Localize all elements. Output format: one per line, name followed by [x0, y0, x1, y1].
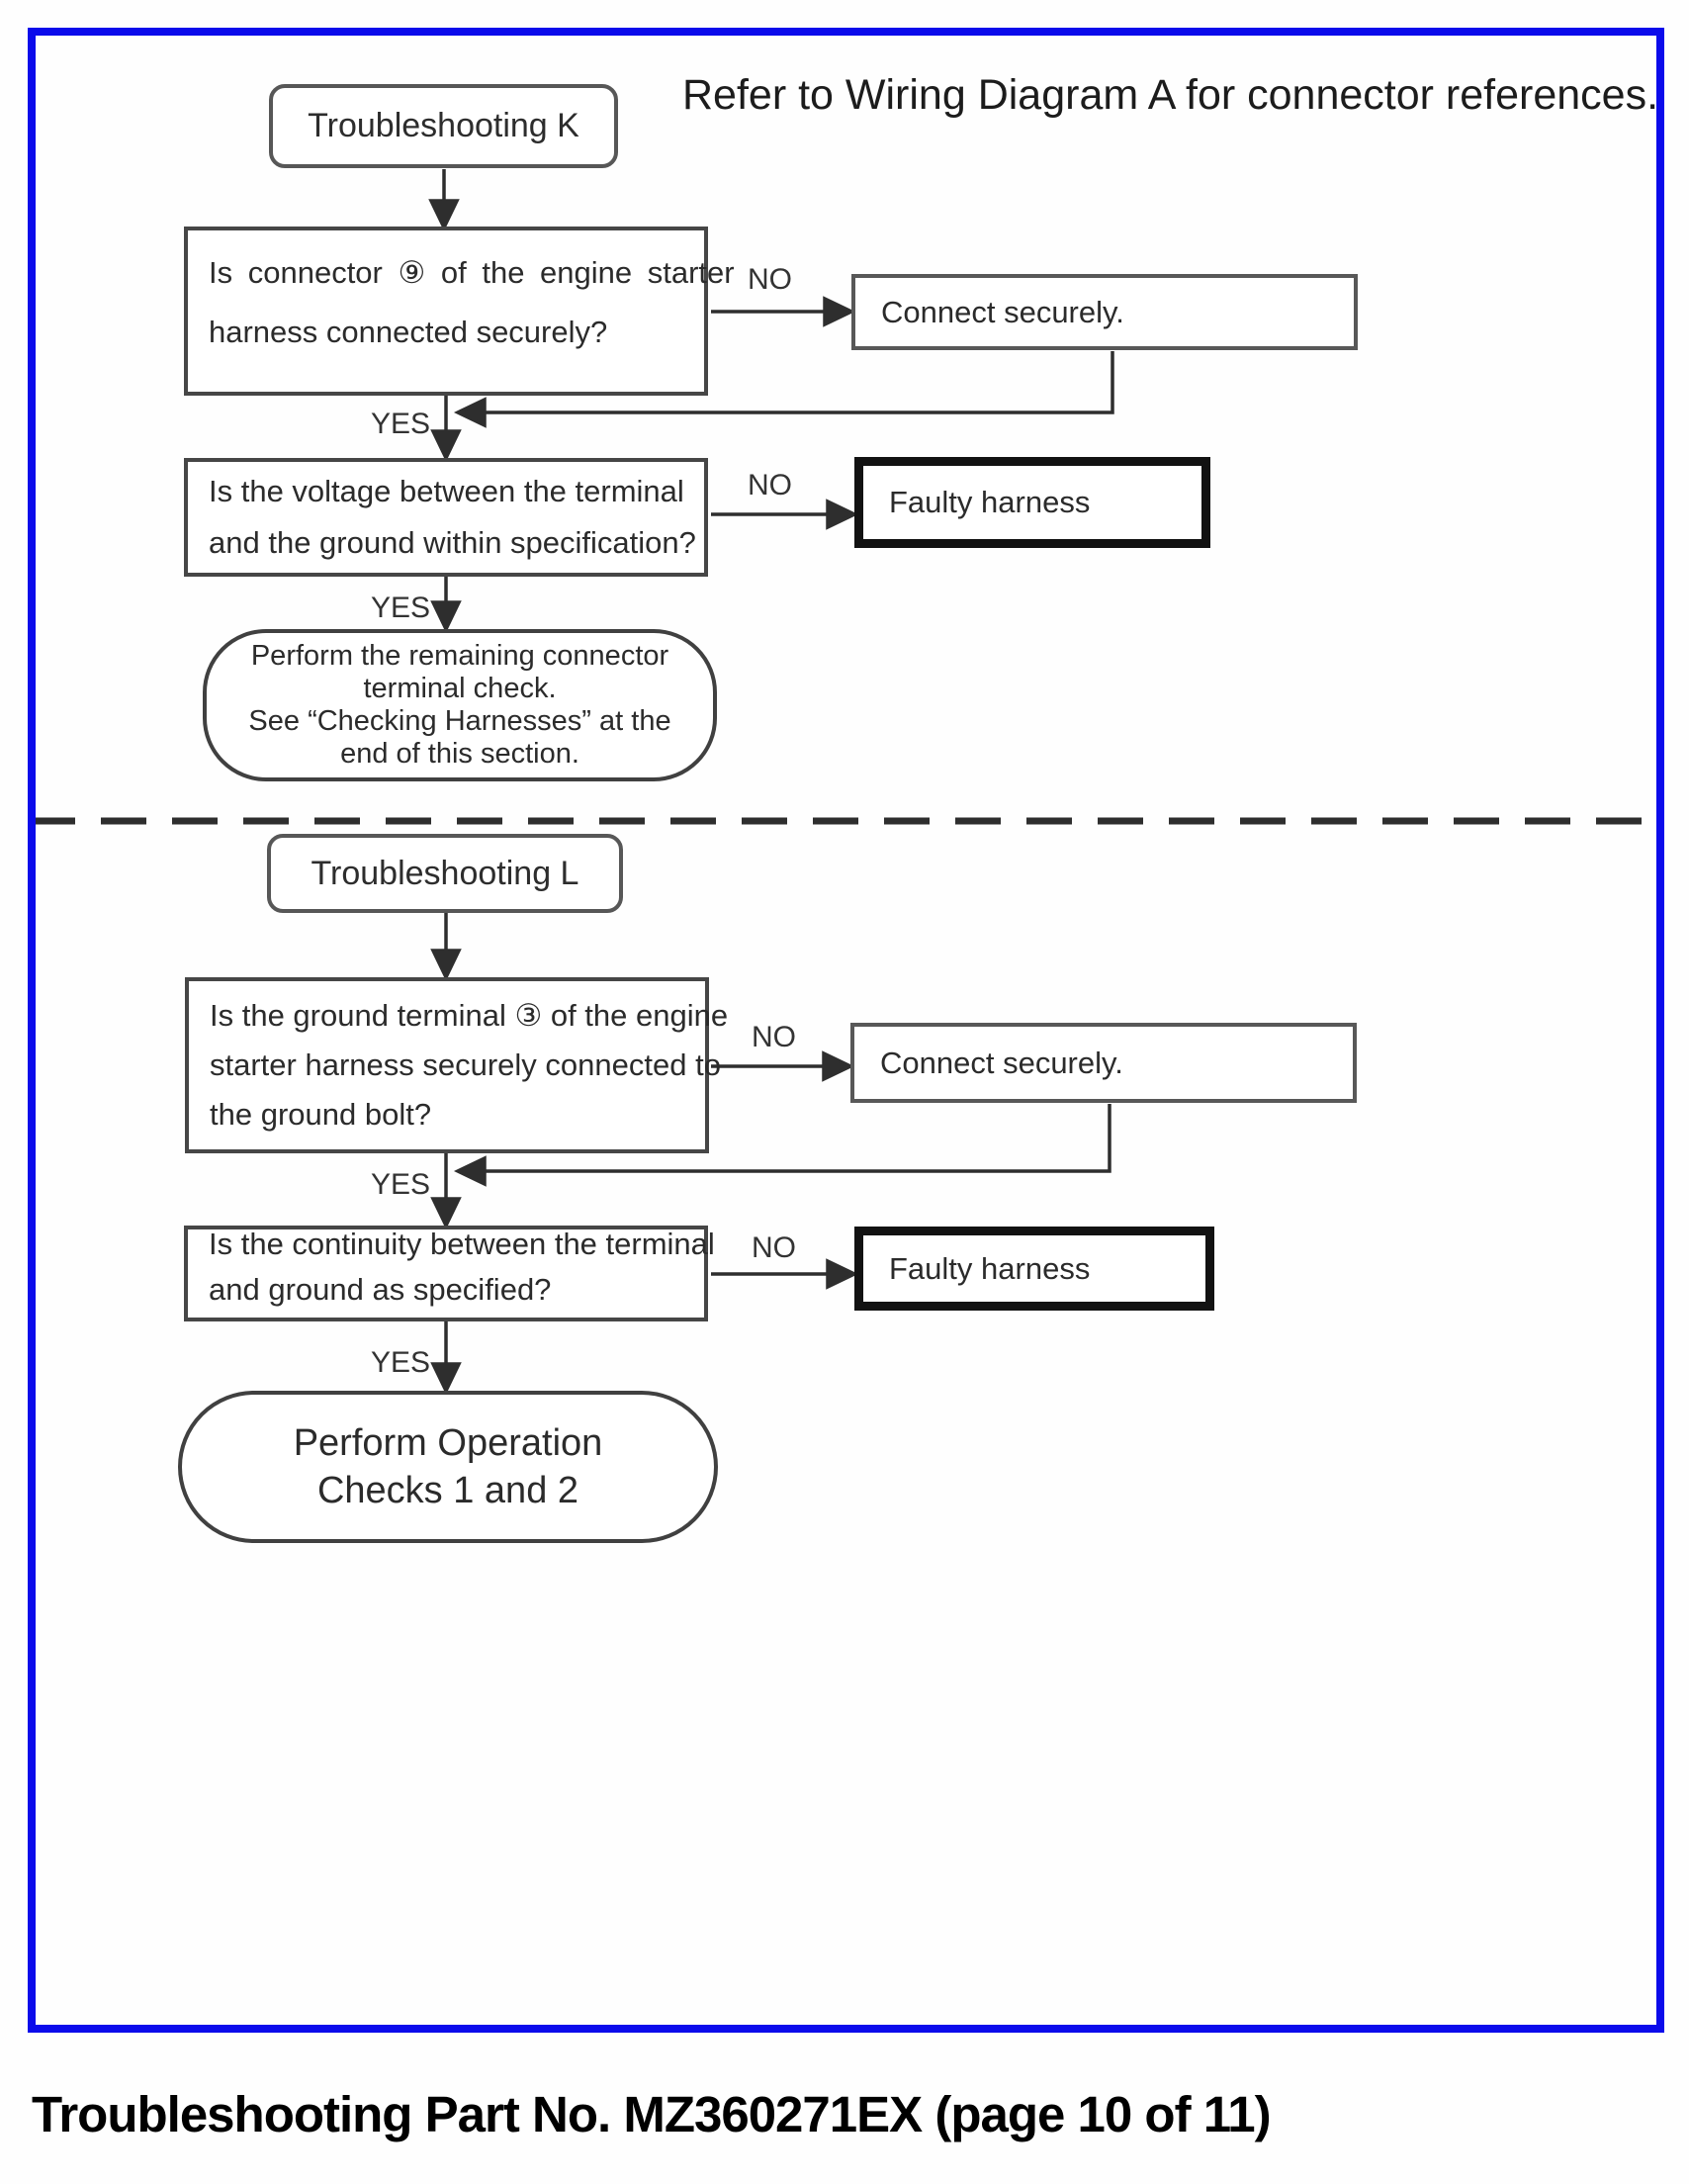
action-box-connect-securely-l: Connect securely. [850, 1023, 1357, 1103]
result-label: Faulty harness [889, 485, 1091, 519]
end-text-line: Perform Operation [293, 1422, 603, 1464]
action-box-connect-securely-k: Connect securely. [851, 274, 1358, 350]
end-text-line: Perform the remaining connector [250, 640, 669, 672]
yes-label: YES [370, 592, 430, 624]
yes-label: YES [370, 1346, 430, 1379]
action-label: Connect securely. [880, 1045, 1123, 1080]
end-text-line: Checks 1 and 2 [316, 1470, 579, 1511]
question-text-line: harness connected securely? [209, 314, 608, 349]
yes-label: YES [370, 1168, 430, 1201]
terminator-troubleshooting-l: Troubleshooting L [267, 834, 623, 913]
question-text-line: the ground bolt? [210, 1097, 432, 1132]
wiring-diagram-note: Refer to Wiring Diagram A for connector … [682, 71, 1659, 119]
question-text-line: starter harness securely connected to [210, 1047, 721, 1082]
no-label: NO [748, 469, 792, 501]
action-label: Connect securely. [881, 294, 1124, 329]
result-box-faulty-harness-l: Faulty harness [854, 1227, 1214, 1311]
end-text-line: end of this section. [340, 738, 579, 770]
question-text-line: Is the continuity between the terminal [209, 1226, 715, 1261]
page-caption: Troubleshooting Part No. MZ360271EX (pag… [32, 2086, 1272, 2142]
no-label: NO [752, 1231, 796, 1264]
end-text-line: terminal check. [363, 673, 557, 704]
yes-label: YES [370, 408, 430, 440]
question-box-k2: Is the voltage between the terminal and … [184, 458, 708, 577]
end-box-k: Perform the remaining connector terminal… [203, 629, 717, 781]
question-text-line: and the ground within specification? [209, 525, 696, 560]
terminator-label: Troubleshooting L [311, 854, 579, 892]
question-text-line: Is connector ⑨ of the engine starter [209, 254, 735, 290]
no-label: NO [752, 1021, 796, 1053]
question-box-k1: Is connector ⑨ of the engine starter har… [184, 227, 735, 396]
question-text-line: Is the ground terminal ③ of the engine [210, 998, 729, 1033]
question-text-line: and ground as specified? [209, 1271, 552, 1307]
terminator-label: Troubleshooting K [308, 107, 579, 144]
page-border-frame [28, 28, 1664, 2033]
question-box-l1: Is the ground terminal ③ of the engine s… [185, 977, 729, 1153]
terminator-troubleshooting-k: Troubleshooting K [269, 84, 618, 168]
result-box-faulty-harness-k: Faulty harness [854, 457, 1210, 548]
no-label: NO [748, 263, 792, 296]
result-label: Faulty harness [889, 1250, 1091, 1286]
question-text-line: Is the voltage between the terminal [209, 474, 684, 508]
end-box-l: Perform Operation Checks 1 and 2 [178, 1391, 718, 1543]
end-text-line: See “Checking Harnesses” at the [248, 705, 671, 737]
question-box-l2: Is the continuity between the terminal a… [184, 1226, 715, 1321]
